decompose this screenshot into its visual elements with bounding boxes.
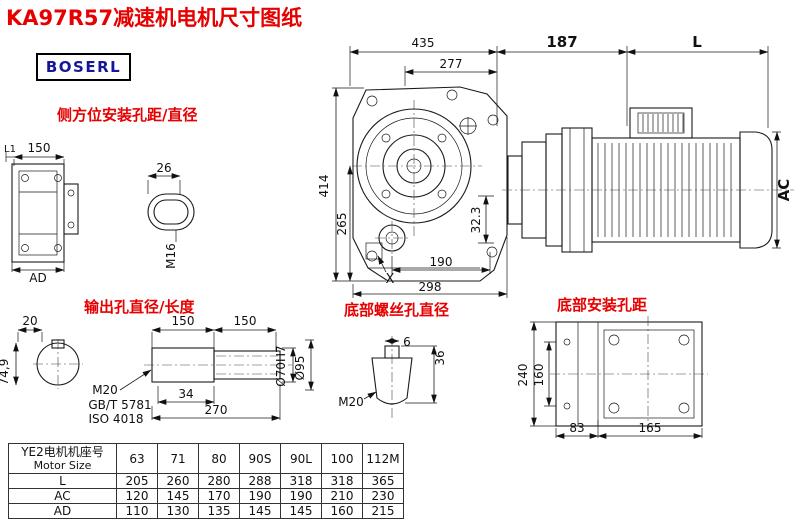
table-row: AC 120 145 170 190 190 210 230: [8, 488, 404, 504]
dim-34: 34: [178, 387, 193, 401]
col-header: 90S: [239, 443, 281, 474]
dim-265: 265: [335, 213, 349, 236]
col-header: 63: [116, 443, 158, 474]
dim-414: 414: [317, 175, 331, 198]
dim-AD: AD: [29, 271, 46, 285]
dim-M20-screw: M20: [338, 395, 364, 409]
col-header: 80: [198, 443, 240, 474]
dim-M16: M16: [164, 243, 178, 269]
page-title: KA97R57减速机电机尺寸图纸: [6, 6, 303, 30]
table-cell: 110: [116, 503, 158, 519]
dim-298: 298: [419, 280, 442, 294]
table-cell: 135: [198, 503, 240, 519]
dim-435: 435: [412, 36, 435, 50]
table-cell: 230: [362, 488, 404, 504]
boserl-logo: BOSERL: [36, 53, 131, 81]
dim-gbt-5781: GB/T 5781: [88, 398, 151, 412]
dim-95: Ø95: [293, 356, 307, 381]
table-cell: 190: [280, 488, 322, 504]
dim-L: L: [692, 33, 702, 51]
dim-6: 6: [403, 335, 411, 349]
table-cell: 170: [198, 488, 240, 504]
label-side-mount: 侧方位安装孔距/直径: [57, 106, 198, 124]
table-cell: 215: [362, 503, 404, 519]
dim-26: 26: [156, 161, 171, 175]
table-cell: 145: [157, 488, 199, 504]
dim-AC: AC: [775, 179, 793, 202]
technical-drawing: 435 187 L 277 414 265 32.3 190 298 X AC …: [0, 33, 794, 439]
col-header: 100: [321, 443, 363, 474]
dim-36: 36: [433, 350, 447, 365]
table-header-cn: YE2电机机座号: [21, 445, 104, 459]
dim-L1: L1: [4, 144, 16, 155]
dim-X: X: [386, 272, 395, 287]
dim-70H7: Ø70H7: [274, 345, 288, 386]
output-shaft-view: [13, 327, 314, 421]
table-header-en: Motor Size: [33, 459, 92, 472]
table-row: L 205 260 280 288 318 318 365: [8, 473, 404, 489]
motor-size-table: YE2电机机座号 Motor Size 63 71 80 90S 90L 100…: [8, 443, 404, 519]
dim-M20-output: M20: [92, 383, 118, 397]
dim-160: 160: [532, 364, 546, 387]
dim-83: 83: [569, 421, 584, 435]
row-label: L: [8, 473, 117, 489]
row-label: AC: [8, 488, 117, 504]
dim-iso-4018: ISO 4018: [89, 412, 144, 426]
dim-187: 187: [546, 33, 577, 51]
dim-190: 190: [430, 255, 453, 269]
label-output-hole: 输出孔直径/长度: [84, 298, 195, 316]
table-cell: 145: [239, 503, 281, 519]
table-cell: 260: [157, 473, 199, 489]
table-cell: 280: [198, 473, 240, 489]
dim-74-9: 74,9: [0, 359, 11, 386]
dim-270: 270: [205, 403, 228, 417]
dim-150-a: 150: [172, 314, 195, 328]
table-row: AD 110 130 135 145 145 160 215: [8, 503, 404, 519]
table-cell: 318: [321, 473, 363, 489]
top-dimensions: [349, 46, 769, 128]
dim-240: 240: [516, 364, 530, 387]
table-cell: 318: [280, 473, 322, 489]
table-cell: 190: [239, 488, 281, 504]
col-header: 90L: [280, 443, 322, 474]
dim-20: 20: [22, 314, 37, 328]
table-cell: 365: [362, 473, 404, 489]
gearbox-left-view: [5, 152, 79, 273]
motor-side-view: [502, 107, 794, 253]
dim-165: 165: [639, 421, 662, 435]
dim-150-side: 150: [28, 141, 51, 155]
table-cell: 130: [157, 503, 199, 519]
dim-150-b: 150: [234, 314, 257, 328]
dimension-labels: 435 187 L 277 414 265 32.3 190 298 X AC …: [0, 33, 793, 435]
col-header: 71: [157, 443, 199, 474]
table-cell: 205: [116, 473, 158, 489]
table-cell: 288: [239, 473, 281, 489]
row-label: AD: [8, 503, 117, 519]
dim-32-3: 32.3: [469, 207, 483, 234]
label-bottom-mount: 底部安装孔距: [557, 296, 648, 314]
label-bottom-screw: 底部螺丝孔直径: [344, 301, 450, 319]
gearbox-front-view: [332, 86, 508, 298]
table-cell: 120: [116, 488, 158, 504]
dim-277: 277: [440, 57, 463, 71]
table-cell: 145: [280, 503, 322, 519]
table-cell: 210: [321, 488, 363, 504]
side-shaft-detail: [147, 173, 195, 242]
table-cell: 160: [321, 503, 363, 519]
col-header: 112M: [362, 443, 404, 474]
table-header-cell: YE2电机机座号 Motor Size: [8, 443, 117, 474]
bottom-mount-view: [530, 316, 708, 439]
bottom-screw-detail: [363, 336, 437, 418]
